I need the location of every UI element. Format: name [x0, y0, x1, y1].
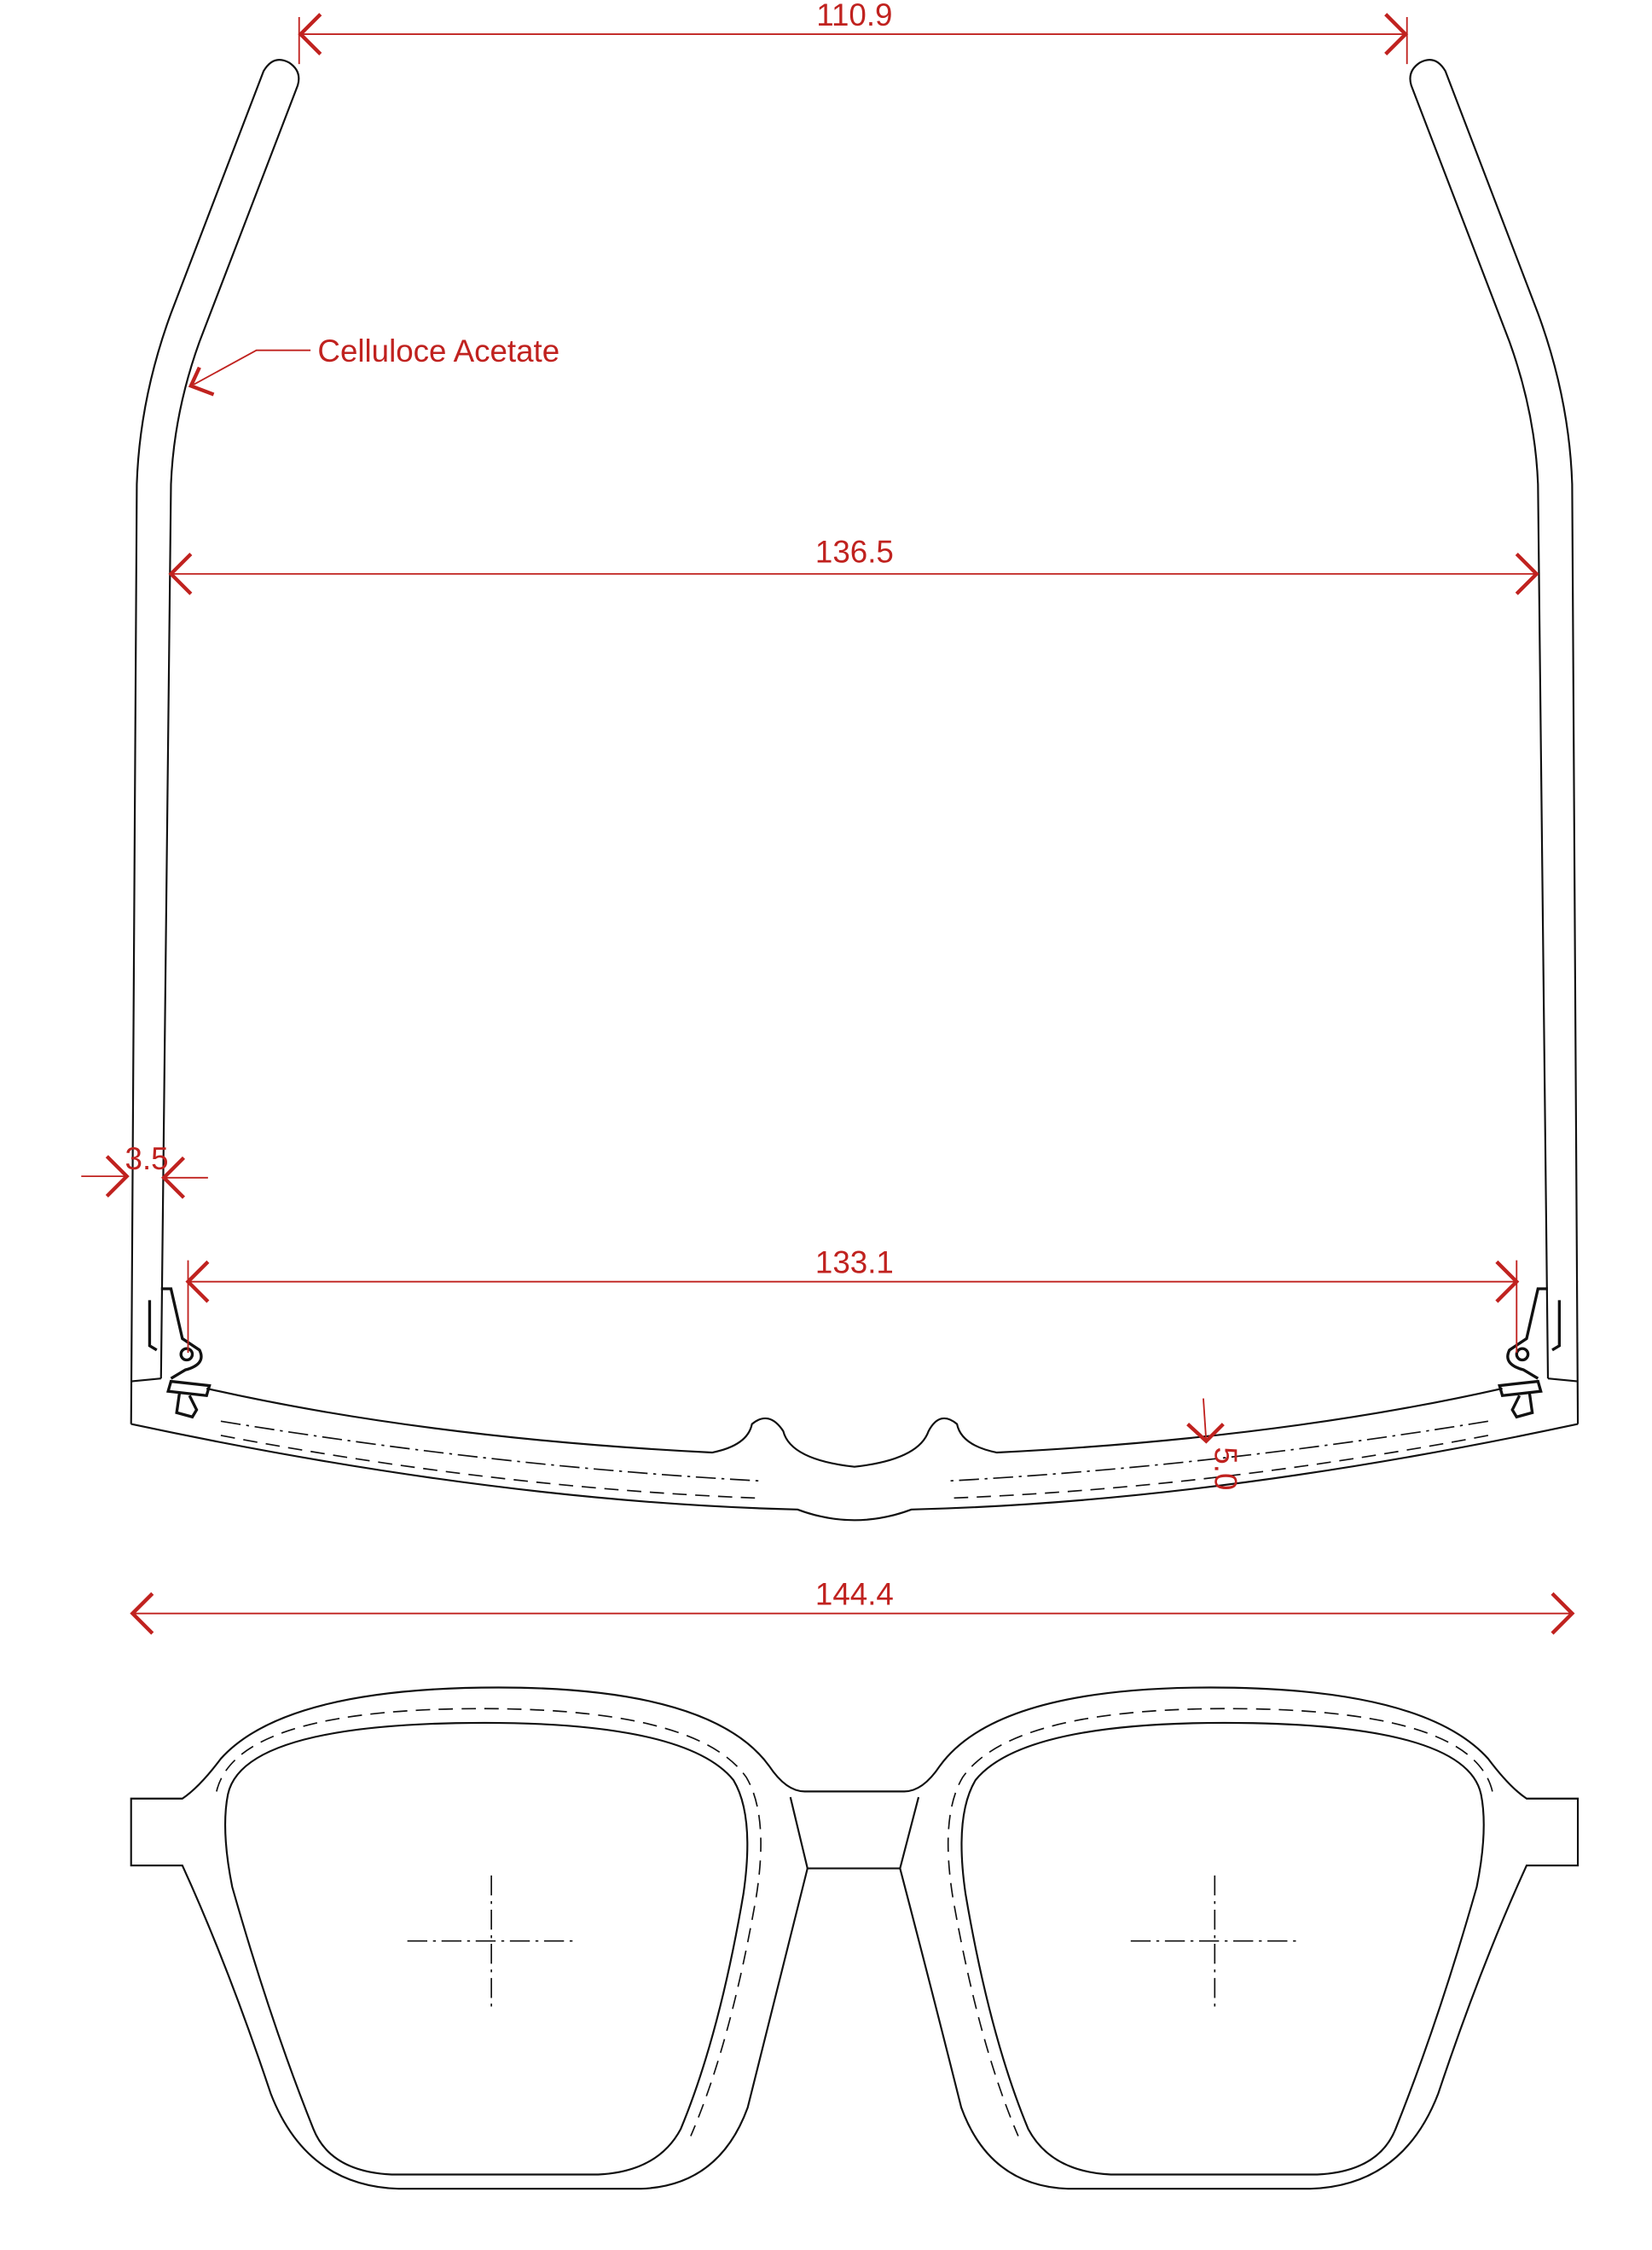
dimension-label-110-9: 110.9	[816, 0, 892, 32]
dimension-temple-thickness: 3.5	[81, 1141, 208, 1199]
dimension-label-144-4: 144.4	[815, 1577, 894, 1612]
right-lens-groove	[947, 1420, 1489, 1482]
left-lens-center-mark	[407, 1875, 576, 2009]
right-lens-groove-2	[951, 1435, 1489, 1499]
right-lens-groove	[947, 1708, 1493, 2137]
dimension-label-136-5: 136.5	[815, 535, 894, 570]
right-lens	[960, 1721, 1485, 2176]
left-lens-groove-2	[220, 1435, 758, 1499]
left-lens	[223, 1721, 749, 2176]
bridge	[789, 1796, 920, 1869]
top-view	[130, 59, 1580, 1522]
front-view	[130, 1686, 1580, 2190]
dimension-label-5-0: 5.0	[1208, 1447, 1243, 1490]
dimension-label-3-5: 3.5	[125, 1141, 169, 1176]
dimension-hinge-width: 133.1	[185, 1245, 1520, 1354]
left-lens-groove	[220, 1420, 762, 1482]
dimension-front-thickness: 5.0	[1186, 1398, 1243, 1490]
right-lens-center-mark	[1130, 1875, 1299, 2009]
left-temple	[130, 59, 300, 1424]
left-hinge	[148, 1287, 212, 1419]
left-lens-groove	[216, 1708, 762, 2137]
frame-outline	[130, 1686, 1580, 2190]
dimension-overall-width: 144.4	[130, 1577, 1575, 1635]
dimension-temple-tips: 110.9	[298, 0, 1409, 65]
dimension-label-133-1: 133.1	[815, 1245, 894, 1280]
dimension-temple-span: 136.5	[168, 535, 1539, 595]
right-hinge	[1498, 1287, 1562, 1419]
right-temple	[1409, 59, 1580, 1424]
front-outer-edge	[130, 1423, 1579, 1522]
front-inner-edge	[130, 1377, 1579, 1468]
material-label: Celluloce Acetate	[317, 333, 559, 368]
material-callout: Celluloce Acetate	[188, 333, 559, 397]
